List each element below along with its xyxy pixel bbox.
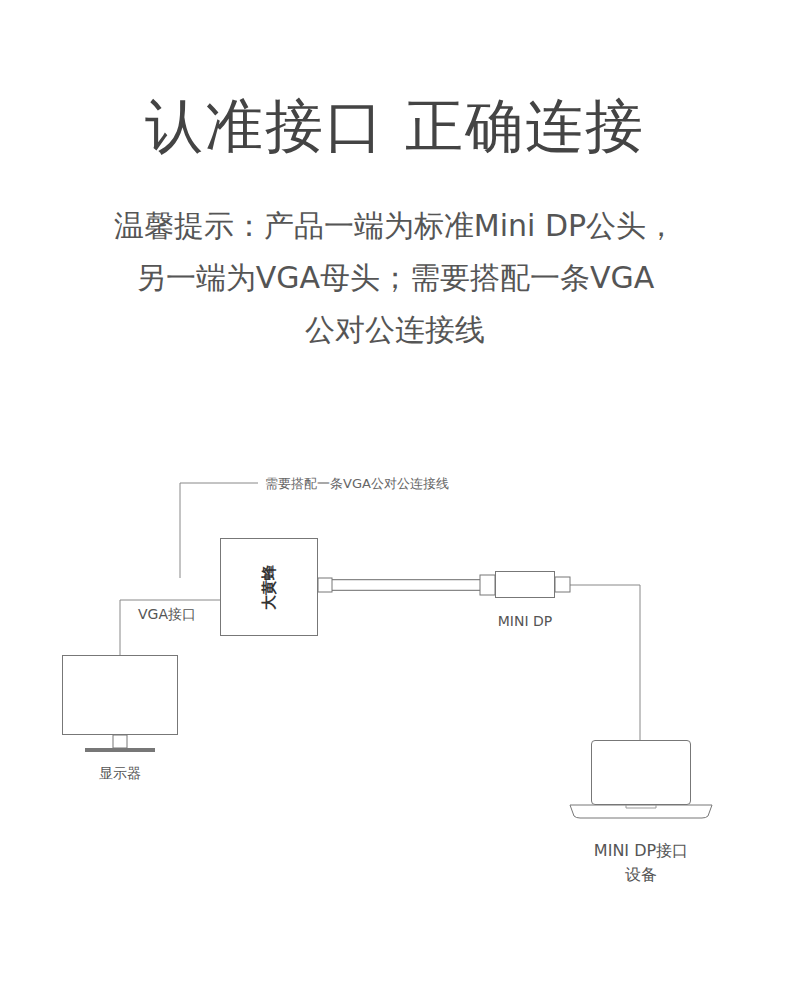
port-label: VGA接口 — [136, 606, 198, 624]
cable — [318, 579, 495, 591]
cable-inner — [318, 580, 495, 590]
leader-line — [555, 585, 640, 740]
laptop-notch — [626, 805, 656, 808]
port-stub — [318, 578, 332, 592]
adapter-box: 大黄蜂 — [220, 538, 318, 636]
monitor-neck — [113, 735, 127, 748]
device-label: MINI DP — [465, 612, 585, 630]
tip-note: 温馨提示：产品一端为标准Mini DP公头， 另一端为VGA母头；需要搭配一条V… — [65, 200, 725, 356]
laptop-base — [570, 805, 712, 818]
leader-line — [120, 600, 220, 655]
plug-tip — [555, 577, 570, 592]
monitor-screen: 显示器 — [62, 655, 178, 735]
callout-text: 需要搭配一条VGA公对公连接线 — [265, 475, 565, 493]
page-title: 认准接口 正确连接 — [0, 88, 790, 166]
minidp-plug: MINI DP — [495, 571, 555, 598]
plug-collar — [480, 575, 495, 595]
monitor-base — [85, 748, 155, 752]
laptop-lid: MINI DP接口 设备 — [591, 740, 691, 805]
brand-logo: 大黄蜂 — [260, 565, 279, 610]
device-label: MINI DP接口 设备 — [586, 839, 696, 887]
device-label: 显示器 — [60, 764, 180, 782]
